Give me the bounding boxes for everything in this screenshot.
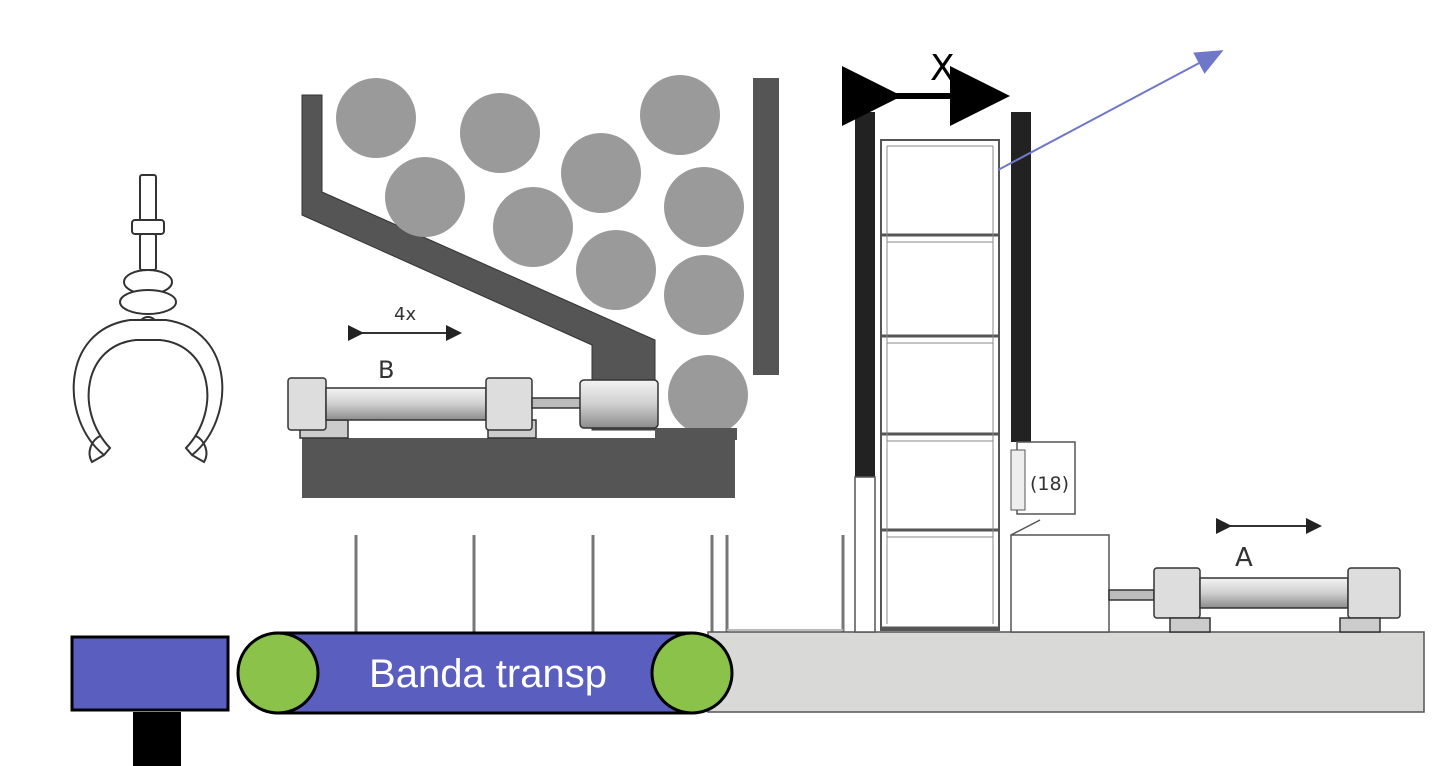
belt-roller-right	[650, 631, 734, 715]
belt-roller-left	[236, 631, 320, 715]
cylinder-a-label: A	[1235, 543, 1253, 573]
ball	[576, 230, 656, 310]
ball	[664, 255, 744, 335]
hopper-right-wall	[753, 78, 779, 375]
cylinder-b-platform	[302, 428, 737, 498]
pneumatic-cylinder-icon	[287, 377, 659, 439]
conveyor-belt: Banda transp	[70, 631, 734, 766]
conveyor-dividers	[354, 535, 845, 632]
sensor-label: (18)	[1030, 473, 1069, 495]
base-plate	[707, 631, 1425, 713]
hopper	[301, 78, 779, 431]
ball	[336, 78, 416, 158]
x-dimension-label: X	[930, 48, 955, 89]
belt-label: Banda transp	[369, 652, 607, 696]
belt-motor-box	[70, 635, 230, 712]
pneumatic-cylinder-icon	[1108, 567, 1401, 633]
ball	[493, 187, 573, 267]
belt-motor-stand	[133, 712, 181, 766]
ball	[664, 167, 744, 247]
cylinder-b-travel-label: 4x	[394, 304, 416, 325]
ball	[561, 133, 641, 213]
ball	[668, 355, 748, 435]
pointer-arrow	[997, 50, 1224, 171]
gripper-claw-icon	[72, 174, 224, 464]
ball	[385, 157, 465, 237]
ball-stack	[336, 75, 748, 435]
sensor-box	[1016, 441, 1076, 515]
cylinder-b-label: B	[378, 356, 394, 384]
magazine: (18)	[854, 112, 1110, 633]
ball	[460, 93, 540, 173]
ball	[640, 75, 720, 155]
